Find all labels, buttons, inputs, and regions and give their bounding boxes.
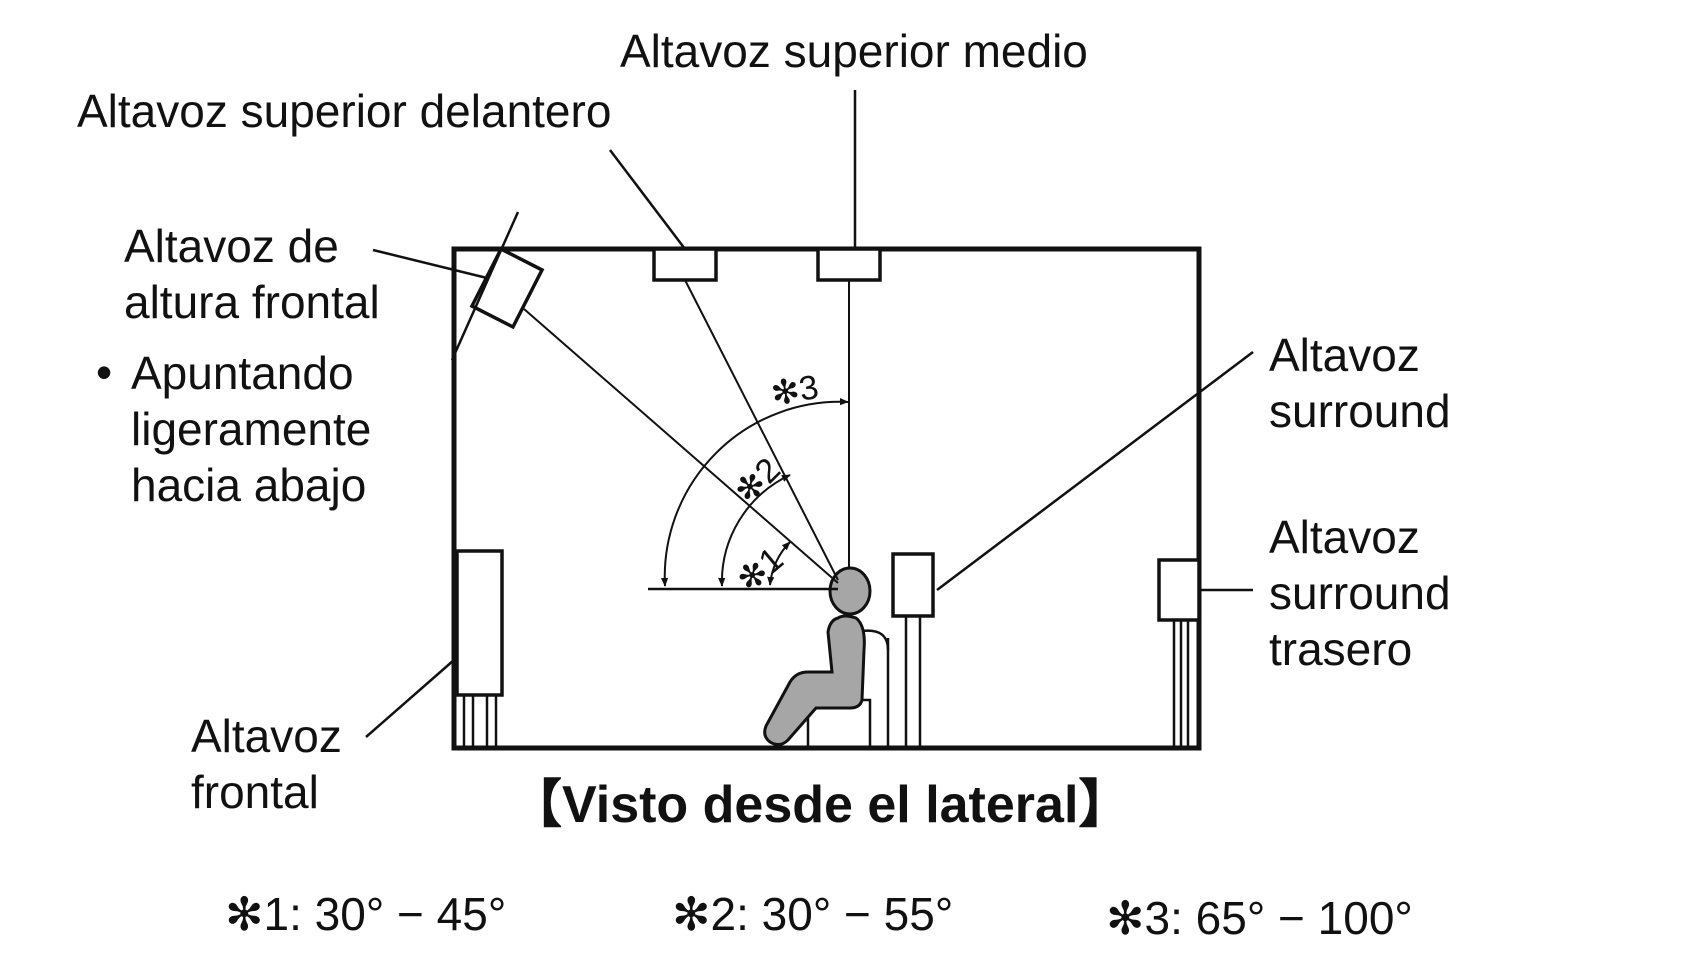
label-surround-back-1: Altavoz xyxy=(1269,511,1420,563)
angle-arc-3 xyxy=(660,398,849,587)
angle-range-2: ✻2: 30° − 55° xyxy=(672,888,953,940)
label-top-middle: Altavoz superior medio xyxy=(620,25,1088,77)
front-speaker xyxy=(455,549,504,697)
label-aim-bullet: • xyxy=(96,346,112,398)
label-aim-3: hacia abajo xyxy=(131,459,366,511)
top-middle-speaker xyxy=(816,247,882,282)
angle-mark-3: ✻3 xyxy=(768,368,821,414)
label-front-2: frontal xyxy=(191,766,319,818)
front-speaker-stand xyxy=(462,695,498,748)
listener-figure xyxy=(763,566,872,747)
label-surround-2: surround xyxy=(1269,385,1451,437)
angle-mark-2: ✻2 xyxy=(727,451,787,511)
label-front-height-2: altura frontal xyxy=(124,276,380,328)
angle-mark-1: ✻1 xyxy=(730,540,791,600)
top-front-speaker xyxy=(652,247,718,282)
label-top-front: Altavoz superior delantero xyxy=(77,85,611,137)
angle-range-1: ✻1: 30° − 45° xyxy=(225,888,506,940)
surround-speaker-stand xyxy=(904,616,922,748)
label-aim-1: Apuntando xyxy=(131,347,354,399)
label-surround-back-3: trasero xyxy=(1269,623,1412,675)
label-aim-2: ligeramente xyxy=(131,403,371,455)
label-front-1: Altavoz xyxy=(191,710,342,762)
surround-speaker xyxy=(891,552,935,618)
label-surround-1: Altavoz xyxy=(1269,329,1420,381)
label-front-height-1: Altavoz de xyxy=(124,220,339,272)
sight-lines xyxy=(523,279,850,591)
surround-back-speaker xyxy=(1157,558,1201,622)
diagram-caption: 【Visto desde el lateral】 xyxy=(510,776,1130,834)
angle-range-3: ✻3: 65° − 100° xyxy=(1106,892,1413,944)
label-surround-back-2: surround xyxy=(1269,567,1451,619)
leader-lines xyxy=(365,90,1254,738)
surround-back-speaker-stand xyxy=(1172,620,1190,748)
